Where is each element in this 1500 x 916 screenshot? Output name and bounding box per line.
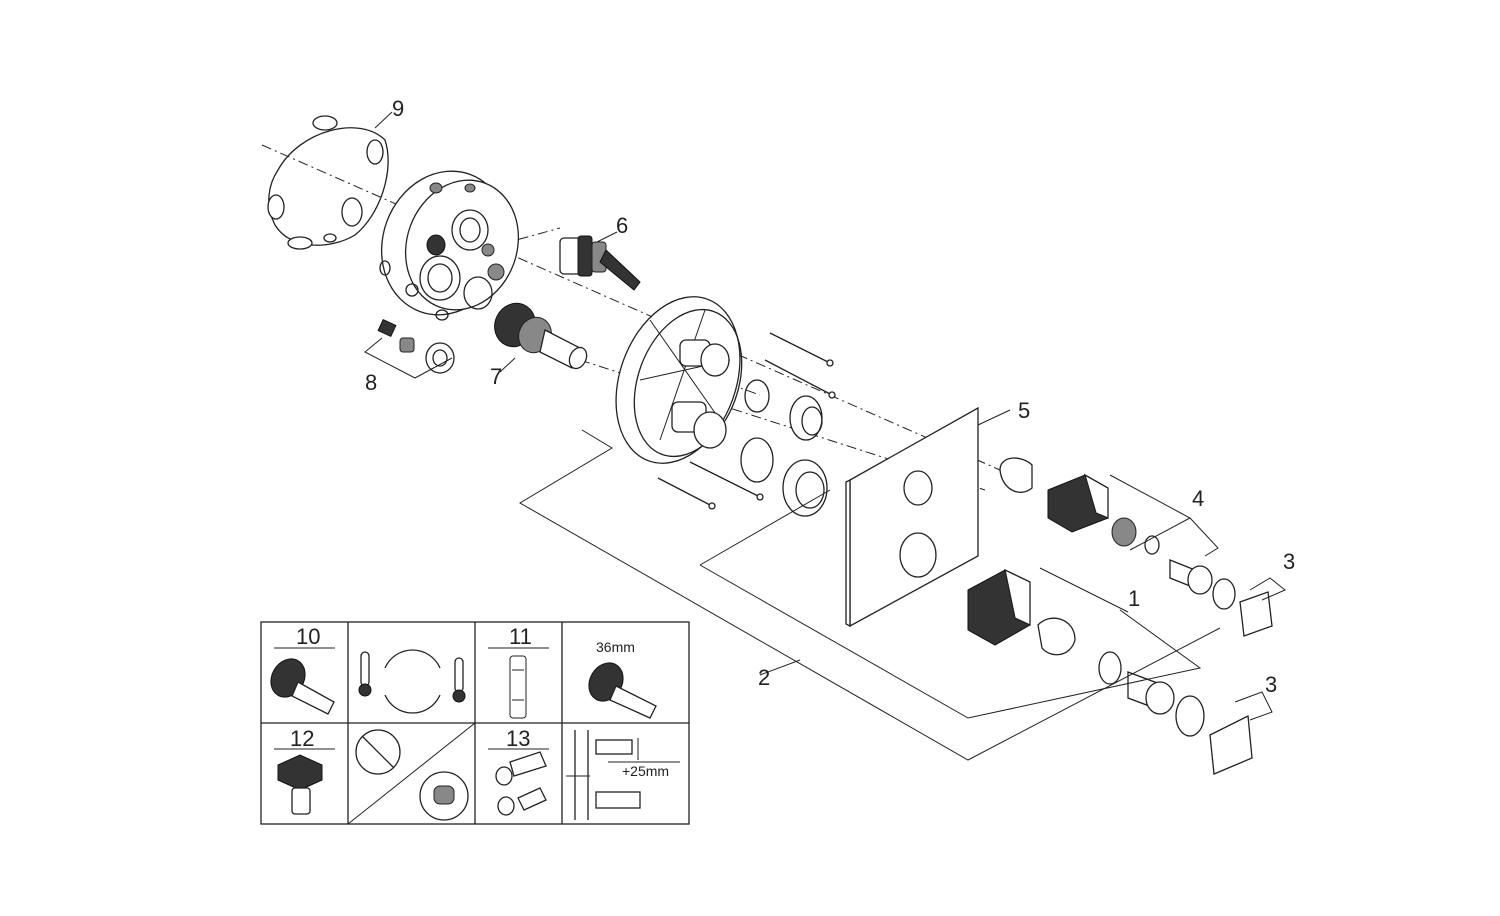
legend-table: 10 11 12 13 36mm +25mm xyxy=(260,621,690,825)
callout-9: 9 xyxy=(392,96,404,121)
legend-36mm-element-icon xyxy=(588,662,657,719)
legend-extension-parts-icon xyxy=(495,751,547,816)
main-body-housing xyxy=(379,170,520,321)
temperature-swap-icon xyxy=(358,649,466,714)
seal-rings xyxy=(740,379,828,517)
callout-6: 6 xyxy=(616,213,628,238)
part-4-upper-handle xyxy=(999,457,1273,637)
mounting-plate xyxy=(615,296,743,464)
part-8-check-valve xyxy=(364,318,455,379)
legend-tool-icon xyxy=(509,655,527,719)
prohibited-icon xyxy=(355,729,469,821)
callout-8: 8 xyxy=(365,370,377,395)
callout-2: 2 xyxy=(758,665,770,690)
fixing-screws xyxy=(657,332,836,510)
legend-cell-12: 12 xyxy=(290,726,314,751)
legend-size-36mm: 36mm xyxy=(596,639,635,655)
legend-cell-10: 10 xyxy=(296,624,320,649)
part-1-lower-handle xyxy=(967,568,1253,775)
legend-extension-25mm: +25mm xyxy=(622,763,669,779)
callout-1: 1 xyxy=(1128,586,1140,611)
legend-thermo-element-icon xyxy=(270,658,335,715)
legend-cell-11: 11 xyxy=(509,624,532,649)
callout-3-upper: 3 xyxy=(1283,549,1295,574)
part-7-thermo-element xyxy=(494,302,588,373)
part-6-cartridge xyxy=(559,231,641,291)
callout-7: 7 xyxy=(490,364,502,389)
callout-3-lower: 3 xyxy=(1265,672,1277,697)
part-9-oring-set xyxy=(267,111,393,250)
callout-4: 4 xyxy=(1192,486,1204,511)
callout-numbers: 1 2 3 3 4 5 6 7 8 9 xyxy=(365,96,1295,697)
part-5-escutcheon xyxy=(845,406,979,628)
callout-leaders xyxy=(519,409,1286,761)
legend-adapter-icon xyxy=(277,754,323,815)
callout-5: 5 xyxy=(1018,398,1030,423)
wall-depth-icon xyxy=(566,730,680,820)
legend-cell-13: 13 xyxy=(506,726,530,751)
